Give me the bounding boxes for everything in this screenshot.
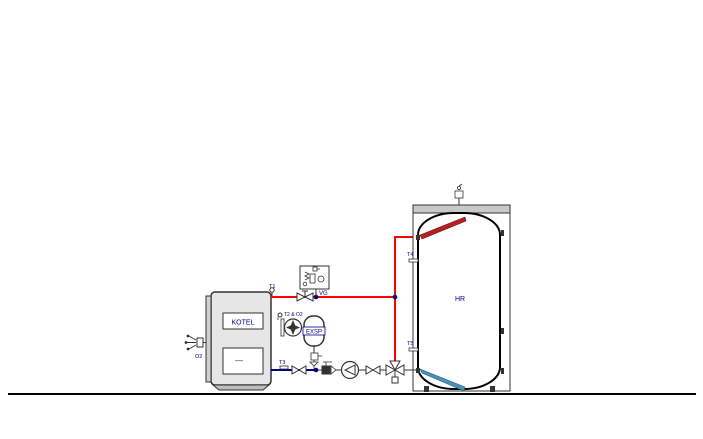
boiler[interactable]: KOTEL — [205, 291, 272, 391]
expansion-safety-valve-icon [309, 352, 322, 370]
sensor-t4-label: T4 [407, 252, 413, 258]
sensor-t1-label: T1 [269, 284, 275, 290]
sensor-t5-label: T5 [407, 341, 413, 347]
boiler-door [222, 347, 264, 375]
expansion-vessel [302, 315, 326, 353]
boiler-circulator-icon [280, 318, 303, 337]
supply-pipe [271, 236, 418, 362]
sensor-t3-label: T3 [279, 360, 285, 366]
tank-label: HR [455, 296, 465, 303]
valve-group-label: VG [319, 291, 328, 297]
boiler-label-box [222, 312, 264, 330]
sensor-t2-icon [277, 312, 283, 320]
tank-cold-coil [419, 368, 466, 392]
pump-ball-valve-icon[interactable] [365, 365, 381, 375]
storage-tank[interactable] [412, 204, 511, 392]
circulation-pump-icon[interactable] [340, 360, 360, 380]
supply-ball-valve-icon[interactable] [296, 290, 314, 302]
return-filter-icon [321, 361, 337, 375]
supply-junction-dot [392, 294, 398, 300]
sensor-t5-icon [408, 347, 419, 352]
return-junction-dot [313, 367, 319, 373]
valve-group-vg[interactable] [299, 265, 330, 297]
sensor-t2-o2-label: T2 & O2 [284, 312, 303, 318]
expansion-label: EXSP [306, 330, 322, 336]
sensor-t3-icon [279, 365, 289, 370]
boiler-label: KOTEL [232, 320, 255, 327]
tank-cover [412, 204, 511, 214]
tank-vent-icon [454, 183, 464, 205]
tank-hot-coil [419, 216, 467, 240]
return-ball-valve-icon[interactable] [291, 365, 307, 375]
sensor-t1-icon [269, 287, 275, 296]
sensor-t4-icon [408, 258, 419, 263]
boiler-door-label: — [235, 356, 243, 365]
sensor-o2-label: O2 [195, 354, 202, 360]
mixing-valve-icon[interactable] [385, 360, 405, 384]
o2-fan-icon [184, 334, 206, 351]
